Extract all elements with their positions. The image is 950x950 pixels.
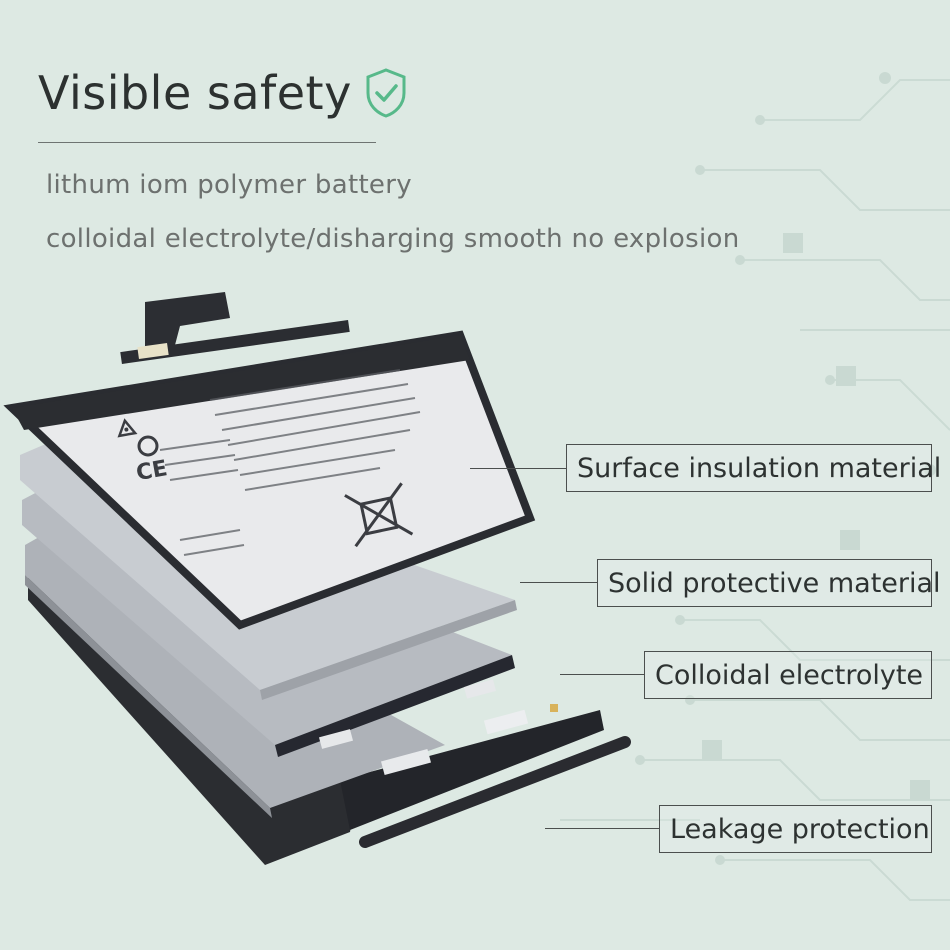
crossed-bin-icon (344, 482, 414, 548)
svg-text:CE: CE (134, 456, 169, 486)
leader-leakage (545, 828, 659, 829)
leakage-strip (359, 736, 631, 848)
title-underline (38, 142, 376, 143)
subtitle-line-1: lithum iom polymer battery (46, 170, 412, 200)
callout-surface-insulation: Surface insulation material (566, 444, 941, 492)
shield-check-icon (366, 68, 406, 118)
leader-solid (520, 582, 597, 583)
recycle-icon (117, 418, 138, 438)
battery-exploded-illustration: CE (3, 292, 631, 865)
title-text: Visible safety (38, 66, 352, 120)
callout-solid-protective: Solid protective material (597, 559, 941, 607)
leader-colloidal (560, 674, 644, 675)
callout-colloidal-electrolyte: Colloidal electrolyte (644, 651, 932, 699)
callout-leakage-protection: Leakage protection (659, 805, 932, 853)
leader-surface (470, 468, 567, 469)
page-title: Visible safety (38, 66, 408, 120)
subtitle-line-2: colloidal electrolyte/disharging smooth … (46, 224, 740, 254)
